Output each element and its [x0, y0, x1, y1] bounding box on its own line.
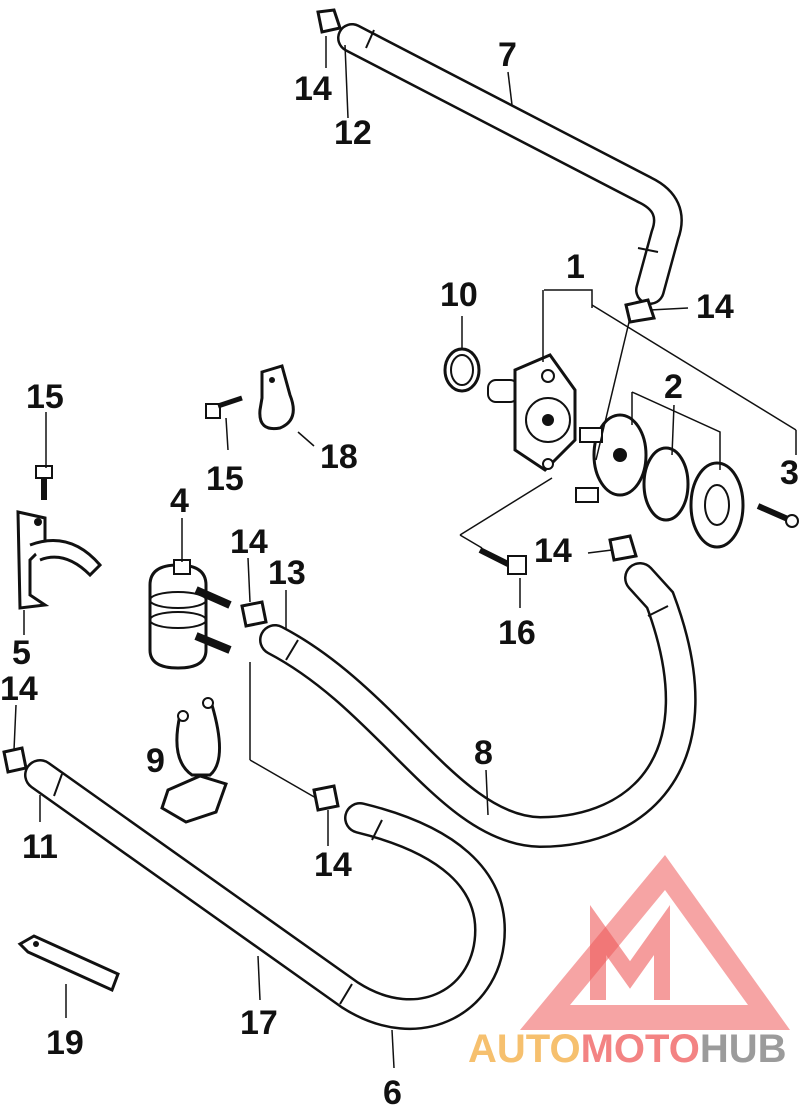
screw-3	[756, 503, 799, 528]
hose-8	[259, 562, 697, 849]
hose-7	[337, 23, 683, 305]
bolt-15-mid	[205, 395, 243, 419]
callout-3: 3	[780, 454, 799, 492]
callout-19: 19	[46, 1024, 84, 1062]
callout-14-e: 14	[0, 670, 38, 708]
watermark-logo: AUTOMOTOHUB	[468, 855, 790, 1071]
hose-17-and-6	[24, 759, 507, 1030]
callout-17: 17	[240, 1004, 278, 1042]
callout-2: 2	[664, 368, 683, 406]
watermark-word-hub: HUB	[700, 1027, 787, 1071]
callout-4: 4	[170, 482, 189, 520]
hose-clip-14-left	[2, 746, 28, 774]
hose-clip-14-bottom	[312, 784, 340, 812]
callouts: 1 2 3 4 5 6 7 8 9 10 11 12 13 14 14 14 1…	[0, 36, 799, 1109]
fuel-filter-4	[148, 559, 232, 670]
plate-19	[17, 934, 120, 993]
watermark-triangle-icon	[520, 855, 790, 1030]
callout-1: 1	[566, 248, 585, 286]
callout-7: 7	[498, 36, 517, 74]
fuel-pump-body	[443, 347, 577, 472]
callout-9: 9	[146, 742, 165, 780]
callout-13: 13	[268, 554, 306, 592]
callout-14-f: 14	[314, 846, 352, 884]
pump-diaphragm-parts	[575, 413, 745, 549]
bracket-5	[16, 510, 103, 610]
clip-9	[160, 697, 228, 824]
clamp-18	[258, 364, 295, 431]
callout-10: 10	[440, 276, 478, 314]
callout-15-a: 15	[26, 378, 64, 416]
watermark-m-icon	[590, 904, 670, 1000]
callout-6: 6	[383, 1074, 402, 1109]
callout-18: 18	[320, 438, 358, 476]
callout-14-b: 14	[696, 288, 734, 326]
callout-15-b: 15	[206, 460, 244, 498]
hose-clip-14-pump-bottom	[608, 534, 638, 562]
callout-12: 12	[334, 114, 372, 152]
callout-14-d: 14	[230, 523, 268, 561]
hose-clip-14-top	[316, 8, 342, 34]
watermark-word-moto: MOTO	[581, 1027, 700, 1071]
hose-clip-14-filter	[240, 600, 268, 628]
callout-14-c: 14	[534, 532, 572, 570]
callout-8: 8	[474, 734, 493, 772]
callout-14-a: 14	[294, 70, 332, 108]
callout-16: 16	[498, 614, 536, 652]
svg-text:AUTOMOTOHUB: AUTOMOTOHUB	[468, 1027, 787, 1071]
hose-clip-14-pump-top	[624, 298, 656, 324]
bolt-15-left	[35, 465, 53, 500]
bolt-16	[478, 547, 527, 575]
watermark-word-auto: AUTO	[468, 1027, 581, 1071]
leader-lines	[13, 36, 797, 1069]
callout-11: 11	[22, 828, 58, 866]
callout-5: 5	[12, 634, 31, 672]
